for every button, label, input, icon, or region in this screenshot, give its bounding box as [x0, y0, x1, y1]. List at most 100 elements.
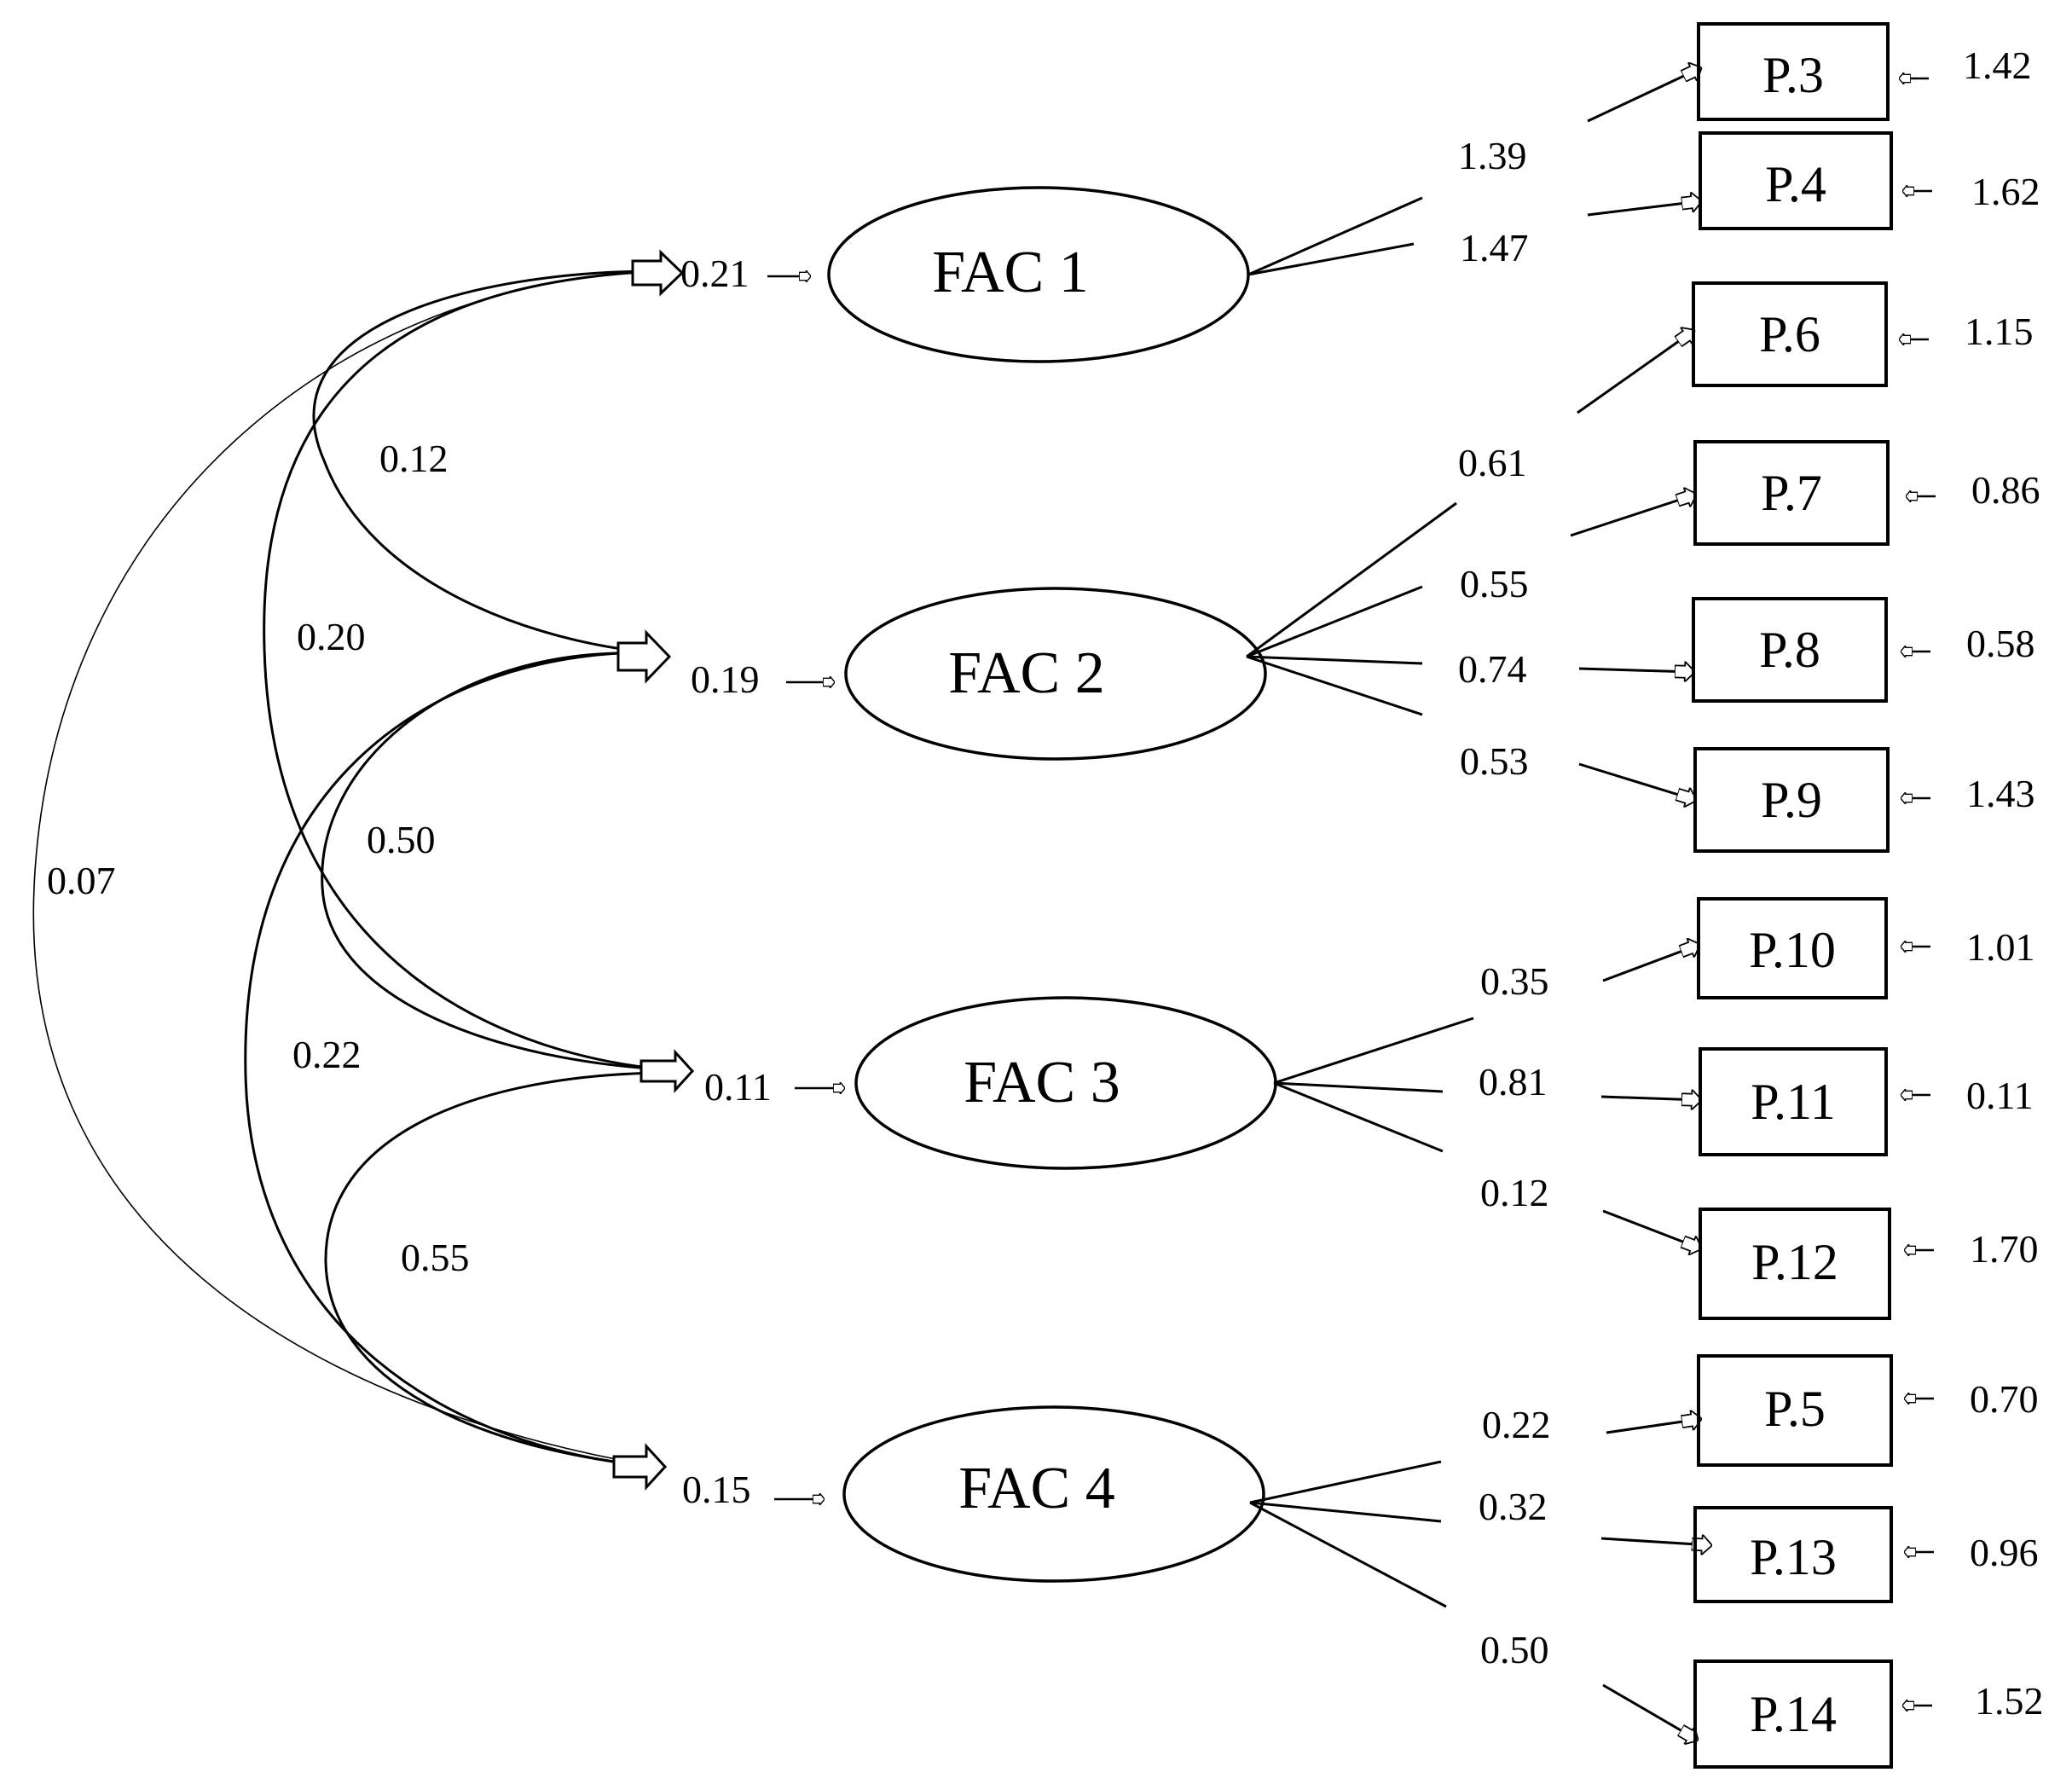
indicator-arrow-p3 [1587, 68, 1700, 123]
indicator-arrow-p14 [1602, 1683, 1697, 1740]
indicator-p8: P.8 [1692, 597, 1888, 703]
loading-value-p12: 0.12 [1480, 1171, 1549, 1214]
indicator-p10: P.10 [1697, 897, 1888, 999]
error-terms: 1.42 1.62 1.15 0.86 0.58 1.43 1.01 0.11 … [1900, 43, 2044, 1723]
indicator-p3: P.3 [1697, 22, 1890, 121]
covariance-curve-f1-f3 [263, 269, 666, 1071]
loading-value-p11: 0.81 [1479, 1060, 1548, 1103]
indicator-box [1699, 1047, 1888, 1156]
covariance-value-f3-f4: 0.55 [401, 1236, 470, 1279]
loading-line-p4 [1247, 242, 1415, 276]
loading-value-p10: 0.35 [1480, 959, 1549, 1003]
covariance-value-f1-f4: 0.07 [47, 859, 116, 902]
indicator-box [1699, 131, 1893, 230]
loading-value-p13: 0.32 [1479, 1485, 1548, 1528]
loading-line-p8 [1246, 655, 1423, 665]
indicator-arrow-p7 [1570, 495, 1695, 537]
indicator-p13: P.13 [1693, 1506, 1893, 1603]
covariance-curves [32, 269, 666, 1468]
indicator-label: P.9 [1761, 772, 1822, 828]
loading-values: 1.39 1.47 0.61 0.55 0.74 0.53 0.35 0.81 … [1458, 134, 1551, 1671]
arrowhead-f2 [616, 629, 672, 684]
factor-fac4: FAC 4 [842, 1405, 1265, 1583]
loading-line-p12 [1273, 1081, 1444, 1153]
covariance-arrowheads [612, 249, 695, 1491]
indicator-p6: P.6 [1692, 281, 1888, 387]
error-value-p8: 0.58 [1966, 622, 2035, 665]
indicator-label: P.14 [1750, 1686, 1837, 1742]
factor-label: FAC 3 [964, 1050, 1120, 1115]
covariance-curve-f1-f4 [32, 270, 657, 1468]
error-value-p14: 1.52 [1975, 1679, 2044, 1723]
loading-value-p8: 0.74 [1458, 647, 1527, 691]
indicator-label: P.6 [1759, 306, 1820, 362]
error-value-p10: 1.01 [1966, 925, 2035, 969]
error-value-p9: 1.43 [1966, 772, 2035, 815]
factor-variance-fac2: 0.19 [691, 657, 760, 701]
factor-variances: 0.21 0.19 0.11 0.15 [680, 252, 844, 1511]
indicator-p4: P.4 [1699, 131, 1893, 230]
covariance-curve-f3-f4 [324, 1071, 666, 1468]
loading-line-p7 [1246, 585, 1423, 658]
loading-line-p13 [1249, 1501, 1442, 1523]
indicator-box [1697, 897, 1888, 999]
factor-label: FAC 1 [932, 240, 1088, 305]
error-value-p13: 0.96 [1970, 1531, 2039, 1574]
indicator-box [1697, 1354, 1893, 1467]
arrowhead-f3 [640, 1049, 695, 1093]
covariance-curve-f2-f4 [244, 652, 657, 1468]
loading-line-p6 [1246, 501, 1457, 658]
indicator-box [1693, 747, 1890, 853]
covariance-curve-f2-f3 [321, 652, 666, 1071]
factor-variance-fac3: 0.11 [704, 1065, 772, 1109]
indicator-box [1697, 22, 1890, 121]
factor-ellipse [842, 1405, 1265, 1583]
indicator-box [1692, 281, 1888, 387]
indicator-p12: P.12 [1699, 1208, 1891, 1320]
loading-lines [1246, 196, 1474, 1608]
indicator-label: P.7 [1761, 465, 1822, 521]
indicator-arrow-p12 [1602, 1209, 1700, 1248]
indicator-p7: P.7 [1693, 440, 1890, 546]
factor-ellipse [844, 587, 1267, 761]
indicator-arrow-p13 [1600, 1538, 1710, 1545]
indicator-p14: P.14 [1693, 1659, 1893, 1769]
error-value-p4: 1.62 [1971, 170, 2040, 213]
indicator-label: P.11 [1751, 1074, 1836, 1130]
loading-value-p9: 0.53 [1460, 739, 1529, 783]
indicator-label: P.8 [1759, 622, 1820, 678]
covariance-value-f2-f4: 0.22 [292, 1033, 362, 1076]
indicator-p9: P.9 [1693, 747, 1890, 853]
arrowhead-f4 [612, 1443, 668, 1491]
indicator-box [1693, 440, 1890, 546]
indicator-label: P.13 [1750, 1529, 1837, 1585]
indicator-arrow-p5 [1606, 1419, 1700, 1434]
indicator-box [1693, 1659, 1893, 1769]
covariance-value-f1-f2: 0.12 [379, 437, 449, 480]
indicator-arrow-p9 [1578, 762, 1695, 800]
error-value-p6: 1.15 [1965, 310, 2034, 353]
indicator-arrow-p10 [1602, 945, 1699, 982]
factor-variance-fac1: 0.21 [680, 252, 750, 295]
indicator-box [1699, 1208, 1891, 1320]
factor-variance-fac4: 0.15 [682, 1468, 751, 1511]
loading-line-p3 [1247, 196, 1423, 276]
indicator-arrows [1570, 68, 1710, 1740]
indicator-label: P.10 [1749, 922, 1836, 978]
loading-value-p6: 0.61 [1458, 441, 1527, 484]
covariance-value-f2-f3: 0.50 [367, 818, 436, 861]
factor-fac3: FAC 3 [854, 996, 1277, 1170]
indicator-box [1693, 1506, 1893, 1603]
indicator-label: P.5 [1764, 1381, 1826, 1437]
error-value-p12: 1.70 [1970, 1227, 2039, 1271]
indicator-label: P.4 [1765, 156, 1826, 212]
loading-value-p5: 0.22 [1482, 1403, 1551, 1446]
loading-value-p7: 0.55 [1460, 562, 1529, 605]
loading-value-p3: 1.39 [1458, 134, 1527, 177]
loading-line-p10 [1273, 1017, 1474, 1085]
loading-line-p5 [1249, 1460, 1442, 1504]
loading-line-p9 [1246, 655, 1423, 716]
indicator-arrow-p11 [1600, 1097, 1700, 1100]
indicator-p11: P.11 [1699, 1047, 1888, 1156]
